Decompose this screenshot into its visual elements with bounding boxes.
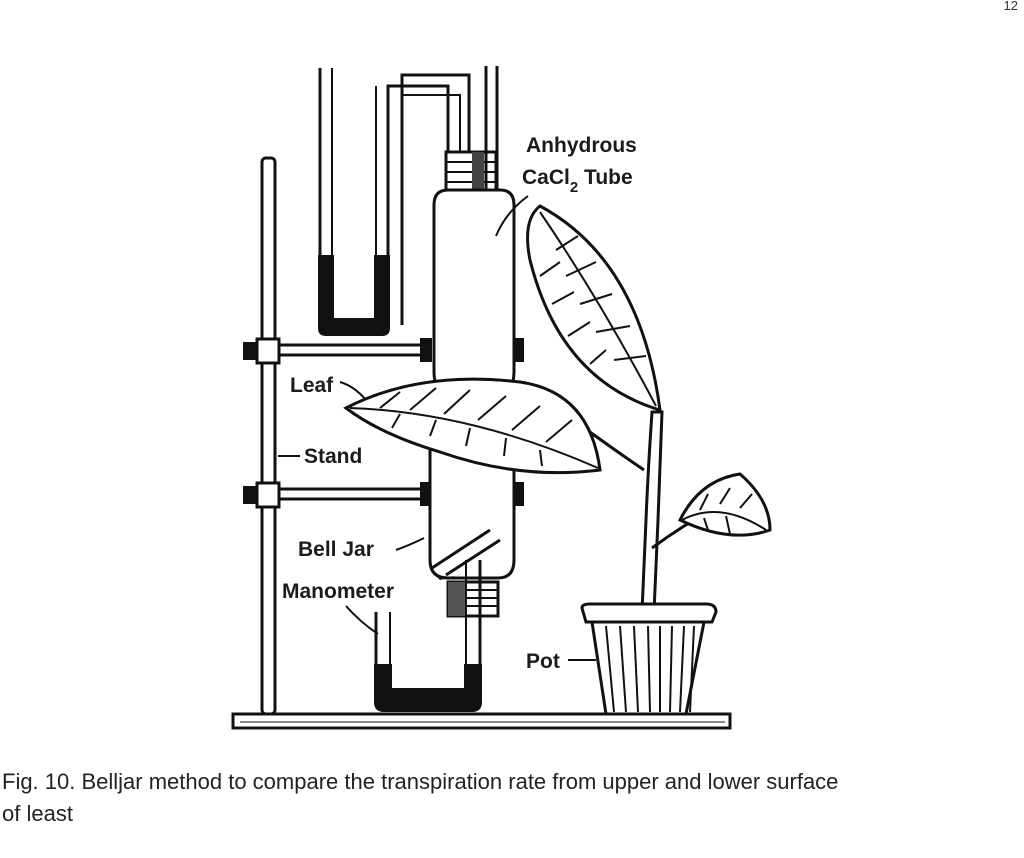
- upper-cork: [444, 150, 498, 192]
- label-cacl: CaCl: [522, 166, 570, 189]
- label-pot: Pot: [526, 650, 560, 673]
- caption-line-1: Fig. 10. Belljar method to compare the t…: [2, 769, 839, 794]
- lower-bell-jar: [428, 430, 516, 580]
- label-anhydrous: Anhydrous: [526, 134, 637, 157]
- label-manometer: Manometer: [282, 580, 394, 603]
- label-leaf: Leaf: [290, 374, 334, 397]
- label-bell-jar: Bell Jar: [298, 538, 374, 561]
- upper-leaf: [526, 204, 662, 413]
- label-tube: Tube: [584, 166, 633, 189]
- base-board: [231, 712, 732, 730]
- lower-clamp: [243, 481, 524, 509]
- belljar-apparatus-diagram: Anhydrous CaCl2 Tube Leaf Stand Bell Jar…: [231, 66, 772, 730]
- caption-line-2: of least: [2, 801, 73, 826]
- pot: [580, 602, 718, 716]
- test-leaf: [343, 377, 602, 475]
- label-cacl-subscript: 2: [570, 179, 578, 196]
- upper-bell-jar: [432, 188, 516, 406]
- lower-manometer: [374, 560, 482, 712]
- page-number: 12: [1003, 0, 1018, 13]
- leader-lines: [278, 195, 596, 661]
- label-cacl2-tube: CaCl2 Tube: [522, 166, 633, 196]
- lower-cork: [446, 580, 500, 618]
- figure-caption: Fig. 10. Belljar method to compare the t…: [2, 766, 1022, 830]
- stand-rod: [260, 156, 277, 716]
- upper-manometer: [318, 68, 471, 336]
- label-stand: Stand: [304, 445, 362, 468]
- small-leaf: [677, 472, 772, 537]
